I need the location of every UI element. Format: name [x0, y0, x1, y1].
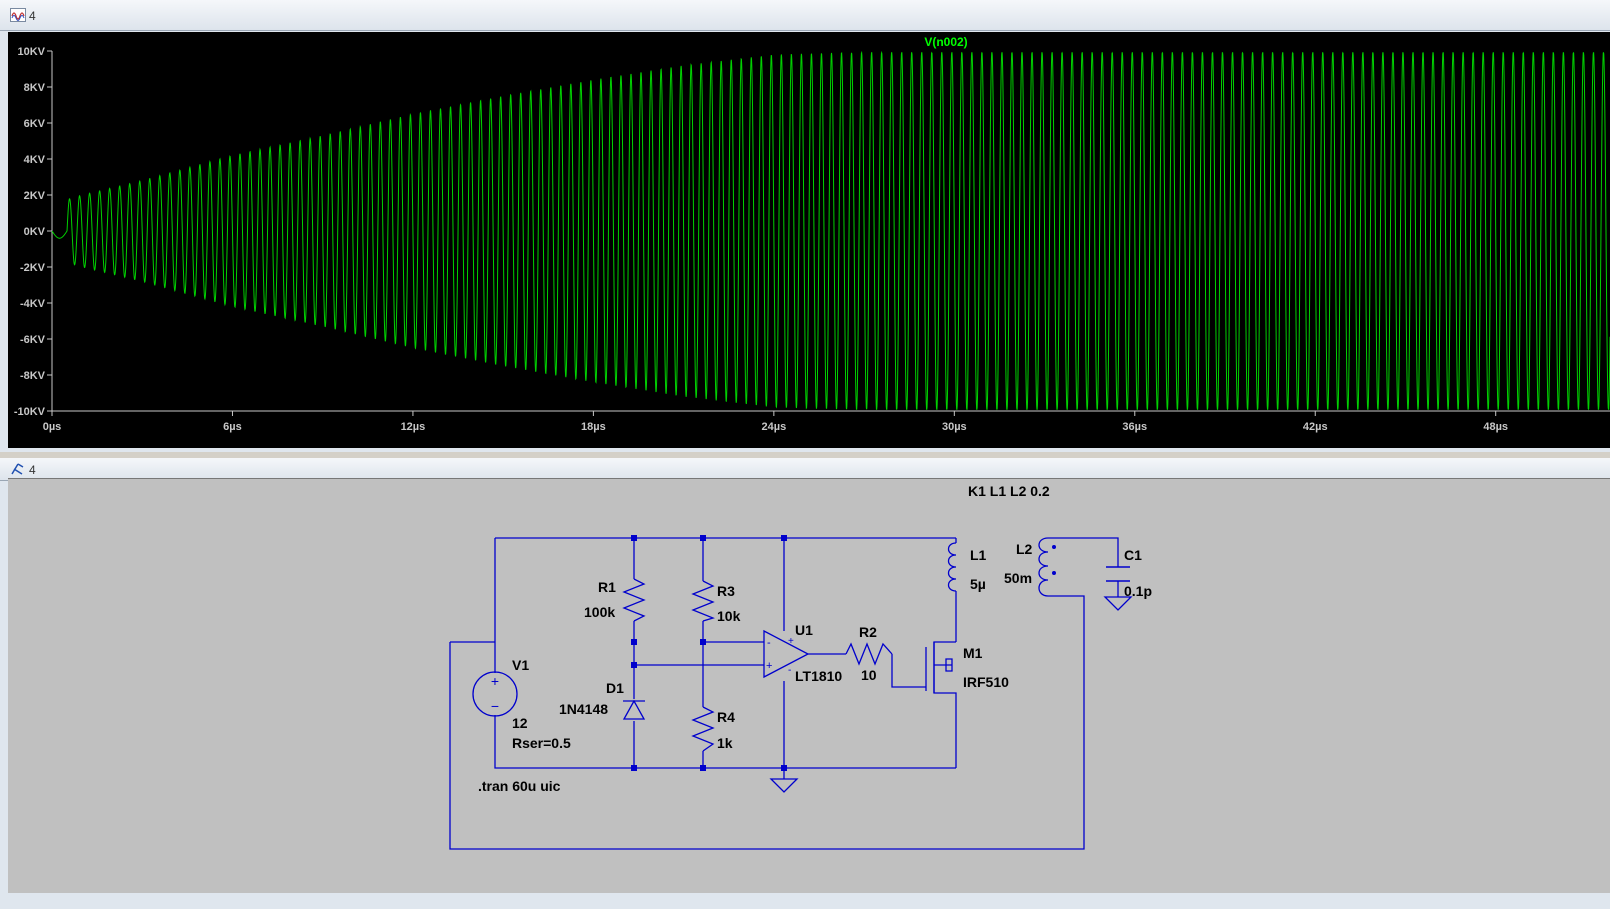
waveform-window-title: 4: [29, 9, 36, 23]
coupling-directive[interactable]: K1 L1 L2 0.2: [968, 483, 1050, 499]
y-tick-label: -8KV: [20, 370, 46, 382]
y-tick-label: 2KV: [24, 190, 46, 202]
schematic-window-icon: [11, 463, 24, 475]
svg-text:+: +: [491, 673, 499, 689]
svg-text:+: +: [766, 660, 772, 672]
r3-resistor-symbol[interactable]: [691, 580, 715, 622]
schematic-window[interactable]: 4: [0, 458, 1610, 909]
m1-mosfet-symbol[interactable]: [925, 642, 953, 693]
y-tick-label: 8KV: [24, 82, 46, 94]
x-tick-label: 18µs: [581, 421, 606, 433]
schematic-canvas[interactable]: + − - + + -: [8, 478, 1610, 893]
waveform-plot[interactable]: V(n002) 10KV 8KV 6KV 4KV 2KV 0KV -2KV -4KV -6KV -…: [8, 32, 1610, 448]
x-tick-label: 24µs: [762, 421, 787, 433]
c1-name[interactable]: C1: [1124, 547, 1142, 563]
r2-resistor-symbol[interactable]: [845, 642, 893, 666]
trace-v-n002[interactable]: [51, 50, 1610, 411]
d1-name[interactable]: D1: [606, 680, 624, 696]
m1-name[interactable]: M1: [963, 645, 983, 661]
y-tick-label: -6KV: [20, 334, 46, 346]
l2-dot: [1052, 545, 1056, 549]
c1-value[interactable]: 0.1p: [1124, 583, 1152, 599]
l2-inductor-symbol[interactable]: [1038, 537, 1049, 597]
plot-axes: 10KV 8KV 6KV 4KV 2KV 0KV -2KV -4KV -6KV -8KV -10KV…: [14, 46, 1610, 433]
wires: [449, 537, 1119, 850]
x-tick-label: 48µs: [1483, 421, 1508, 433]
r1-value[interactable]: 100k: [584, 604, 615, 620]
c1-capacitor-symbol[interactable]: [1106, 566, 1130, 582]
r1-name[interactable]: R1: [598, 579, 616, 595]
r4-resistor-symbol[interactable]: [691, 706, 715, 752]
v1-name[interactable]: V1: [512, 657, 529, 673]
waveform-plot-area[interactable]: V(n002) 10KV 8KV 6KV 4KV 2KV 0KV -2KV -4KV -6KV -…: [8, 32, 1610, 448]
u1-value[interactable]: LT1810: [795, 668, 842, 684]
y-tick-label: -10KV: [14, 406, 46, 418]
r4-name[interactable]: R4: [717, 709, 735, 725]
l1-name[interactable]: L1: [970, 547, 987, 563]
v1-source-symbol[interactable]: + −: [472, 671, 518, 717]
d1-diode-symbol[interactable]: [622, 699, 646, 720]
v1-value[interactable]: 12: [512, 715, 528, 731]
l2-dot-2: [1052, 571, 1056, 575]
u1-name[interactable]: U1: [795, 622, 813, 638]
y-tick-label: 10KV: [17, 46, 45, 58]
r1-resistor-symbol[interactable]: [622, 578, 646, 622]
y-tick-label: 0KV: [24, 226, 46, 238]
trace-label[interactable]: V(n002): [924, 35, 967, 49]
x-tick-label: 6µs: [223, 421, 242, 433]
svg-text:-: -: [788, 665, 791, 676]
r2-value[interactable]: 10: [861, 667, 877, 683]
y-tick-label: 6KV: [24, 118, 46, 130]
u1-opamp-symbol[interactable]: - + + -: [763, 629, 810, 679]
svg-text:−: −: [491, 698, 499, 714]
x-tick-label: 42µs: [1303, 421, 1328, 433]
x-tick-label: 12µs: [401, 421, 426, 433]
y-tick-label: -2KV: [20, 262, 46, 274]
schematic-window-title: 4: [29, 463, 36, 477]
r4-value[interactable]: 1k: [717, 735, 733, 751]
l2-value[interactable]: 50m: [1004, 570, 1032, 586]
junction-dots: [631, 535, 787, 771]
v1-rser[interactable]: Rser=0.5: [512, 735, 571, 751]
r3-value[interactable]: 10k: [717, 608, 741, 624]
tran-directive[interactable]: .tran 60u uic: [478, 778, 561, 794]
waveform-window-icon: [10, 8, 26, 22]
d1-value[interactable]: 1N4148: [559, 701, 608, 717]
ground-symbol-c1[interactable]: [1103, 596, 1133, 611]
schematic-drawing[interactable]: + − - + + -: [8, 479, 1610, 893]
m1-value[interactable]: IRF510: [963, 674, 1009, 690]
ground-symbol-main[interactable]: [769, 778, 799, 793]
r3-name[interactable]: R3: [717, 583, 735, 599]
l1-value[interactable]: 5µ: [970, 576, 986, 592]
y-tick-label: 4KV: [24, 154, 46, 166]
waveform-window[interactable]: 4 V(n002) 10KV 8KV 6KV 4KV 2KV 0KV -2KV -4KV -6K…: [0, 0, 1610, 452]
x-tick-label: 30µs: [942, 421, 967, 433]
svg-text:+: +: [788, 636, 794, 647]
l1-inductor-symbol[interactable]: [947, 542, 957, 592]
x-tick-label: 0µs: [43, 421, 62, 433]
y-tick-label: -4KV: [20, 298, 46, 310]
l2-name[interactable]: L2: [1016, 541, 1033, 557]
x-tick-label: 36µs: [1122, 421, 1147, 433]
waveform-title-bar[interactable]: 4: [0, 0, 1610, 31]
r2-name[interactable]: R2: [859, 624, 877, 640]
svg-text:-: -: [767, 637, 771, 649]
